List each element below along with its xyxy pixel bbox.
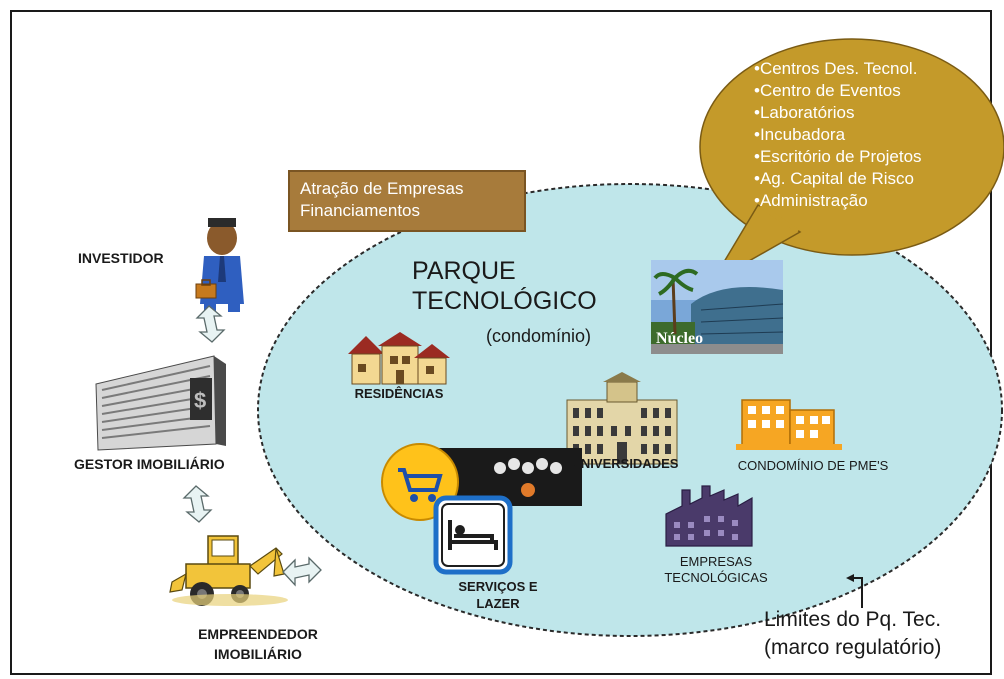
limits-pointer-arrow — [846, 574, 863, 608]
real-estate-developer-label: EMPREENDEDOR IMOBILIÁRIO — [178, 624, 338, 664]
bubble-item: Ag. Capital de Risco — [754, 168, 994, 190]
left-right-arrow-icon — [282, 556, 322, 587]
bubble-item: Escritório de Projetos — [754, 146, 994, 168]
double-arrow-icon-2 — [182, 485, 213, 523]
services-label-line1: SERVIÇOS E — [458, 579, 538, 594]
residences-label: RESIDÊNCIAS — [354, 386, 444, 401]
sme-condominium-label: CONDOMÍNIO DE PME'S — [737, 458, 889, 473]
svg-text:$: $ — [194, 388, 206, 413]
attraction-financing-box: Atração de Empresas Financiamentos — [288, 170, 526, 232]
tech-companies-line2: TECNOLÓGICAS — [664, 570, 768, 585]
attraction-box-line2: Financiamentos — [300, 201, 421, 220]
bubble-item: Laboratórios — [754, 102, 994, 124]
services-leisure-label: SERVIÇOS E LAZER — [448, 578, 548, 612]
nucleus-photo — [651, 260, 784, 354]
double-arrow-icon-1 — [195, 305, 226, 343]
park-title-line2: TECNOLÓGICO — [412, 287, 597, 315]
investor-icon — [195, 218, 244, 312]
limits-line2: (marco regulatório) — [764, 636, 942, 659]
developer-label-line2: IMOBILIÁRIO — [214, 646, 302, 662]
services-label-line2: LAZER — [476, 596, 520, 611]
tech-companies-label: EMPRESAS TECNOLÓGICAS — [656, 554, 776, 586]
tech-companies-line1: EMPRESAS — [679, 554, 753, 569]
universities-label: UNIVERSIDADES — [571, 456, 679, 471]
bubble-item: Centro de Eventos — [754, 80, 994, 102]
park-title: PARQUE TECNOLÓGICO — [412, 256, 597, 316]
park-limits-label: Limites do Pq. Tec. (marco regulatório) — [764, 606, 941, 662]
park-subtitle: (condomínio) — [486, 326, 592, 346]
university-icon — [566, 372, 678, 465]
bubble-item: Incubadora — [754, 124, 994, 146]
residences-icon — [348, 332, 450, 385]
factory-icon — [665, 485, 753, 547]
bubble-item: Centros Des. Tecnol. — [754, 58, 994, 80]
bubble-item: Administração — [754, 190, 994, 212]
real-estate-manager-label: GESTOR IMOBILIÁRIO — [74, 456, 225, 472]
bank-building-icon: $ — [95, 355, 226, 451]
limits-line1: Limites do Pq. Tec. — [764, 608, 942, 631]
park-title-line1: PARQUE — [412, 257, 516, 285]
excavator-icon — [169, 535, 288, 606]
nucleus-label: Núcleo — [656, 330, 704, 347]
investor-label: INVESTIDOR — [78, 250, 164, 266]
nucleus-services-list: Centros Des. Tecnol. Centro de Eventos L… — [754, 58, 994, 212]
developer-label-line1: EMPREENDEDOR — [198, 626, 318, 642]
attraction-box-line1: Atração de Empresas — [300, 179, 464, 198]
services-leisure-icon — [381, 443, 582, 575]
sme-condominium-icon — [736, 399, 842, 450]
